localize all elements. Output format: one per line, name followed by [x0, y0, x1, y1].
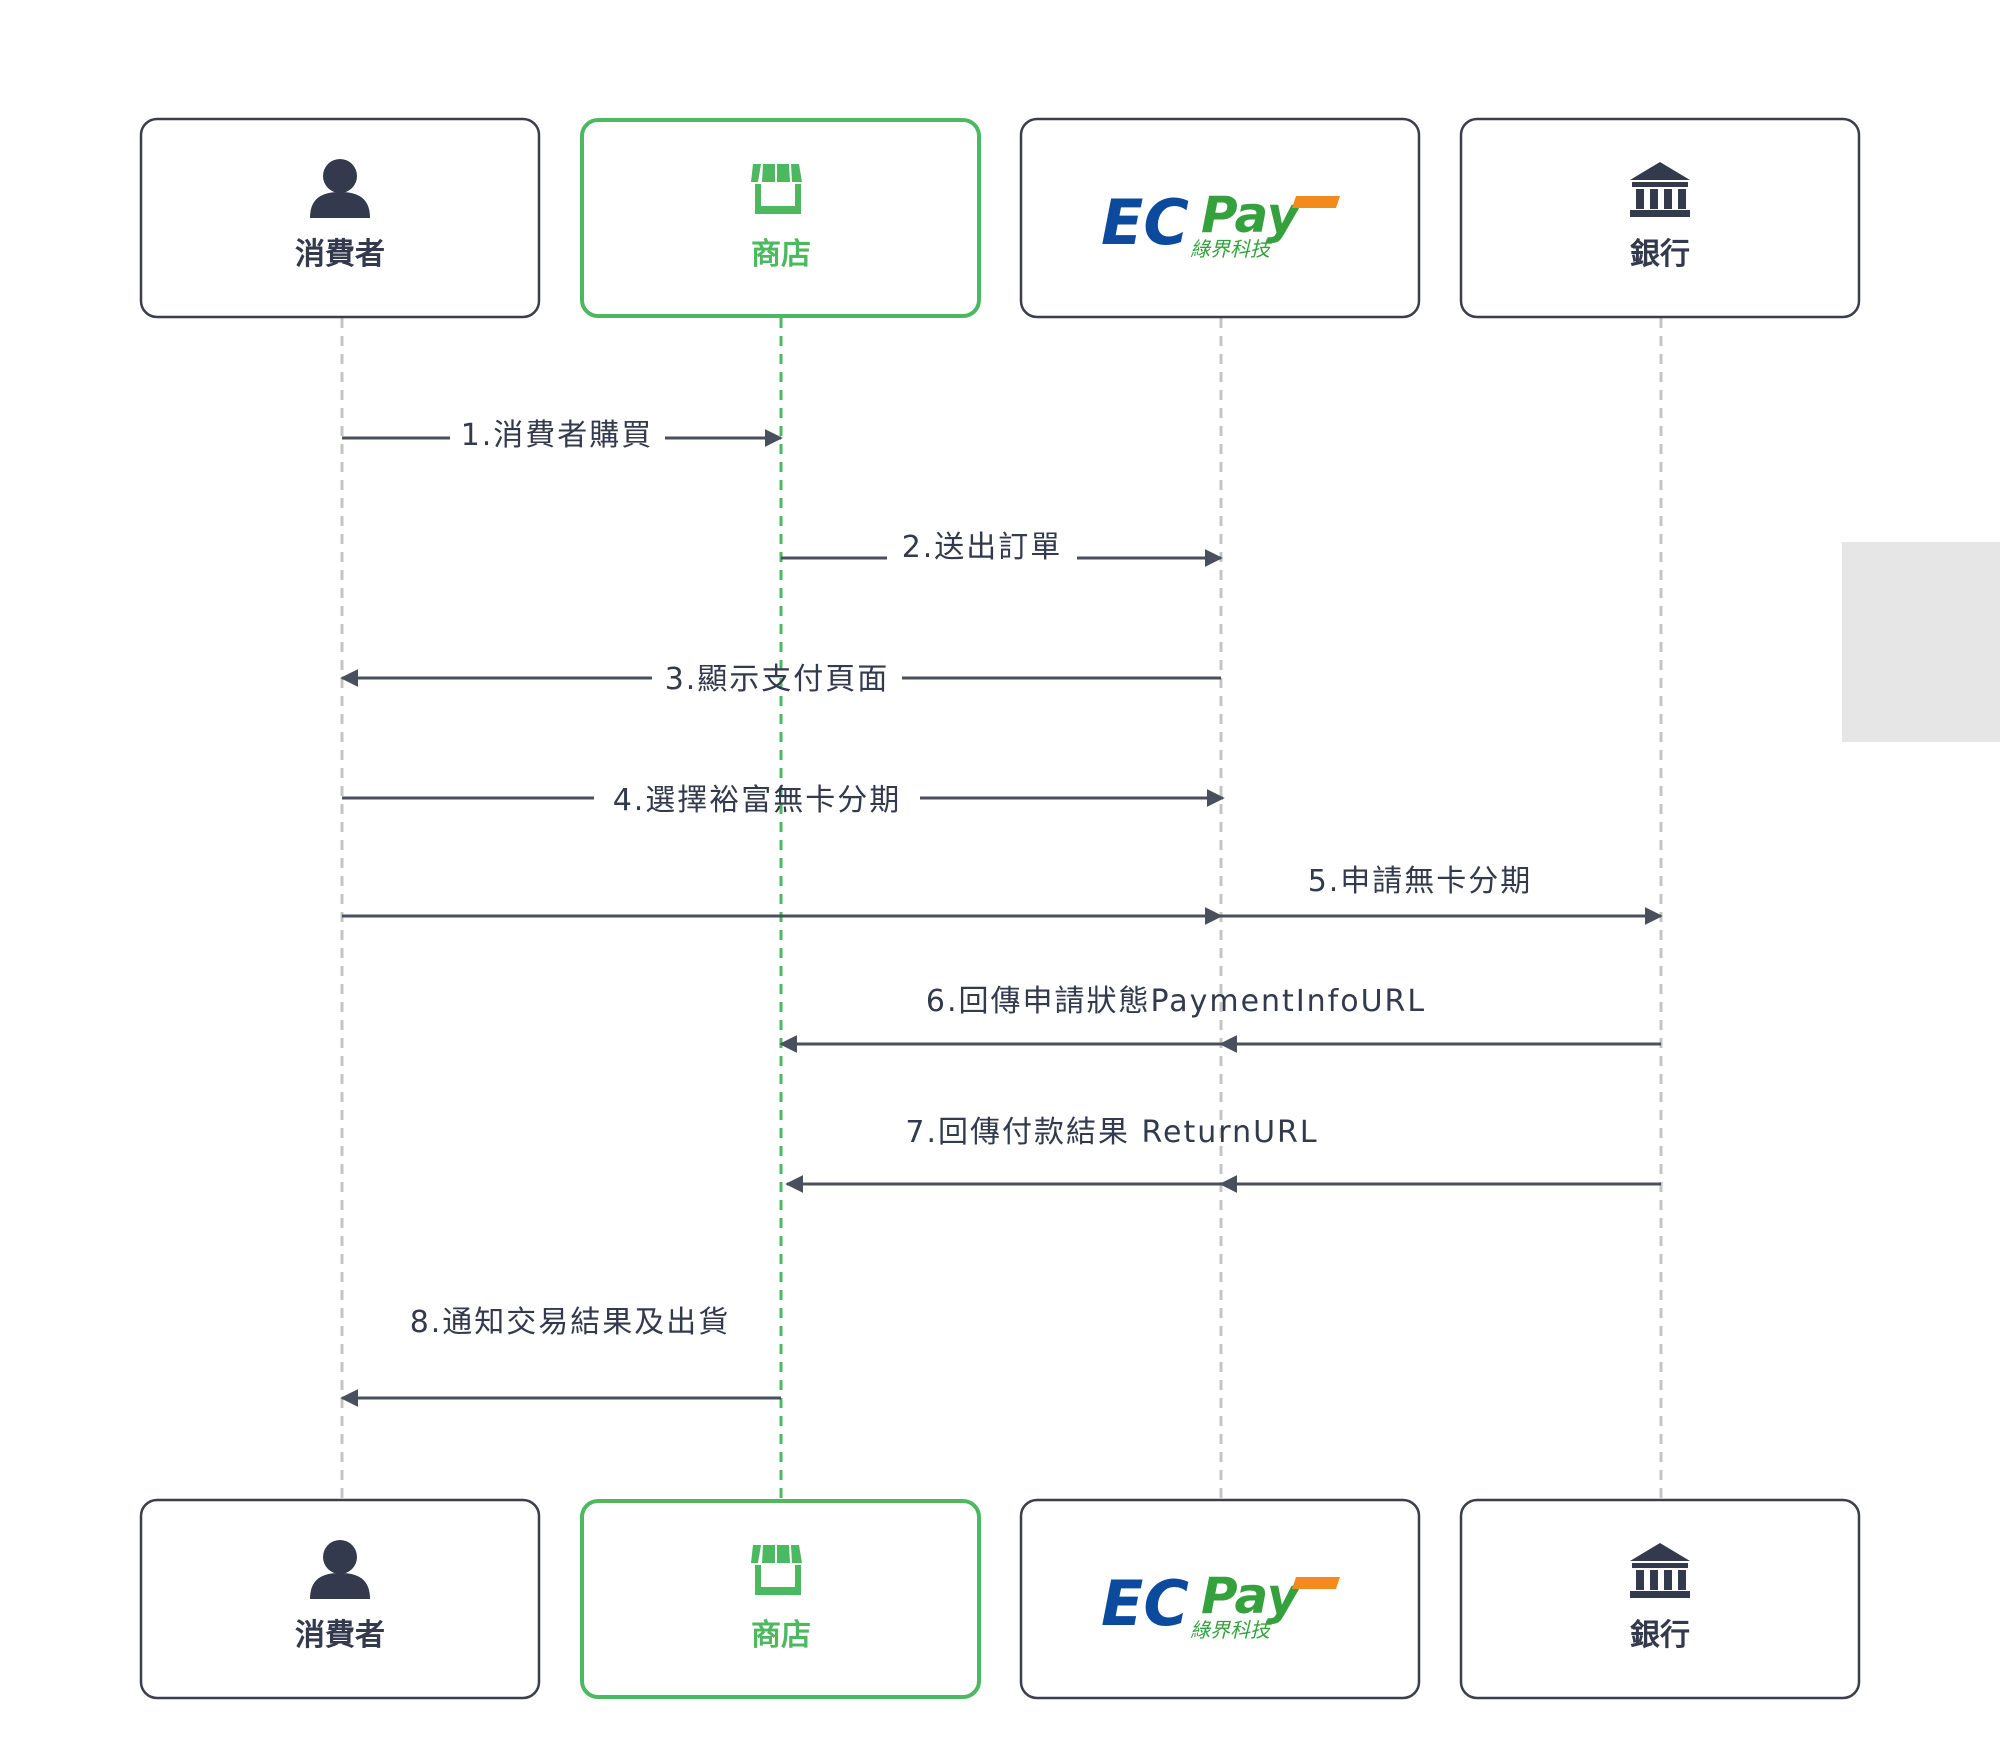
message-2-label: 2.送出訂單 — [902, 530, 1063, 565]
ecpay-logo: EC Pay 綠界科技 — [1101, 186, 1340, 261]
participants-top: 消費者 商店 EC Pay 綠界科技 — [139, 117, 1861, 319]
messages — [340, 429, 1663, 1407]
participant-label: 消費者 — [295, 237, 385, 272]
participant-ecpay-bottom: EC Pay 綠界科技 — [1019, 1498, 1421, 1700]
bank-icon — [1630, 162, 1690, 217]
message-labels: 1.消費者購買 2.送出訂單 3.顯示支付頁面 4.選擇裕富無卡分期 5.申請無… — [410, 418, 1533, 1340]
bank-icon — [1630, 1543, 1690, 1598]
message-5-label: 5.申請無卡分期 — [1308, 864, 1533, 899]
message-8-label: 8.通知交易結果及出貨 — [410, 1305, 731, 1340]
participant-consumer-bottom: 消費者 — [139, 1498, 541, 1700]
participant-label: 商店 — [751, 237, 811, 272]
participant-label: 銀行 — [1630, 237, 1690, 272]
message-1-label: 1.消費者購買 — [461, 418, 654, 453]
participant-label: 商店 — [751, 1618, 811, 1653]
ecpay-logo-pay: Pay — [1201, 1567, 1302, 1625]
participant-consumer-top: 消費者 — [139, 117, 541, 319]
ecpay-logo: EC Pay 綠界科技 — [1101, 1567, 1340, 1642]
message-6-label: 6.回傳申請狀態PaymentInfoURL — [926, 984, 1426, 1019]
message-3-label: 3.顯示支付頁面 — [665, 662, 890, 697]
participant-ecpay-top: EC Pay 綠界科技 — [1019, 117, 1421, 319]
storefront-icon — [751, 1545, 802, 1595]
person-icon — [310, 1540, 370, 1599]
person-icon — [310, 159, 370, 218]
side-gray-block — [1842, 542, 2000, 742]
ecpay-logo-subtitle: 綠界科技 — [1190, 1618, 1272, 1642]
participant-bank-bottom: 銀行 — [1459, 1498, 1861, 1700]
participant-label: 銀行 — [1630, 1618, 1690, 1653]
participant-bank-top: 銀行 — [1459, 117, 1861, 319]
ecpay-logo-subtitle: 綠界科技 — [1190, 237, 1272, 261]
participant-label: 消費者 — [295, 1618, 385, 1653]
ecpay-logo-ec: EC — [1101, 1567, 1189, 1640]
storefront-icon — [751, 164, 802, 214]
participant-store-top: 商店 — [580, 118, 981, 318]
participants-bottom: 消費者 商店 EC Pay 綠界科技 — [139, 1498, 1861, 1700]
participant-store-bottom: 商店 — [580, 1499, 981, 1699]
ecpay-logo-ec: EC — [1101, 186, 1189, 259]
message-7-label: 7.回傳付款結果 ReturnURL — [905, 1115, 1318, 1150]
message-4-label: 4.選擇裕富無卡分期 — [613, 783, 902, 818]
ecpay-logo-pay: Pay — [1201, 186, 1302, 244]
